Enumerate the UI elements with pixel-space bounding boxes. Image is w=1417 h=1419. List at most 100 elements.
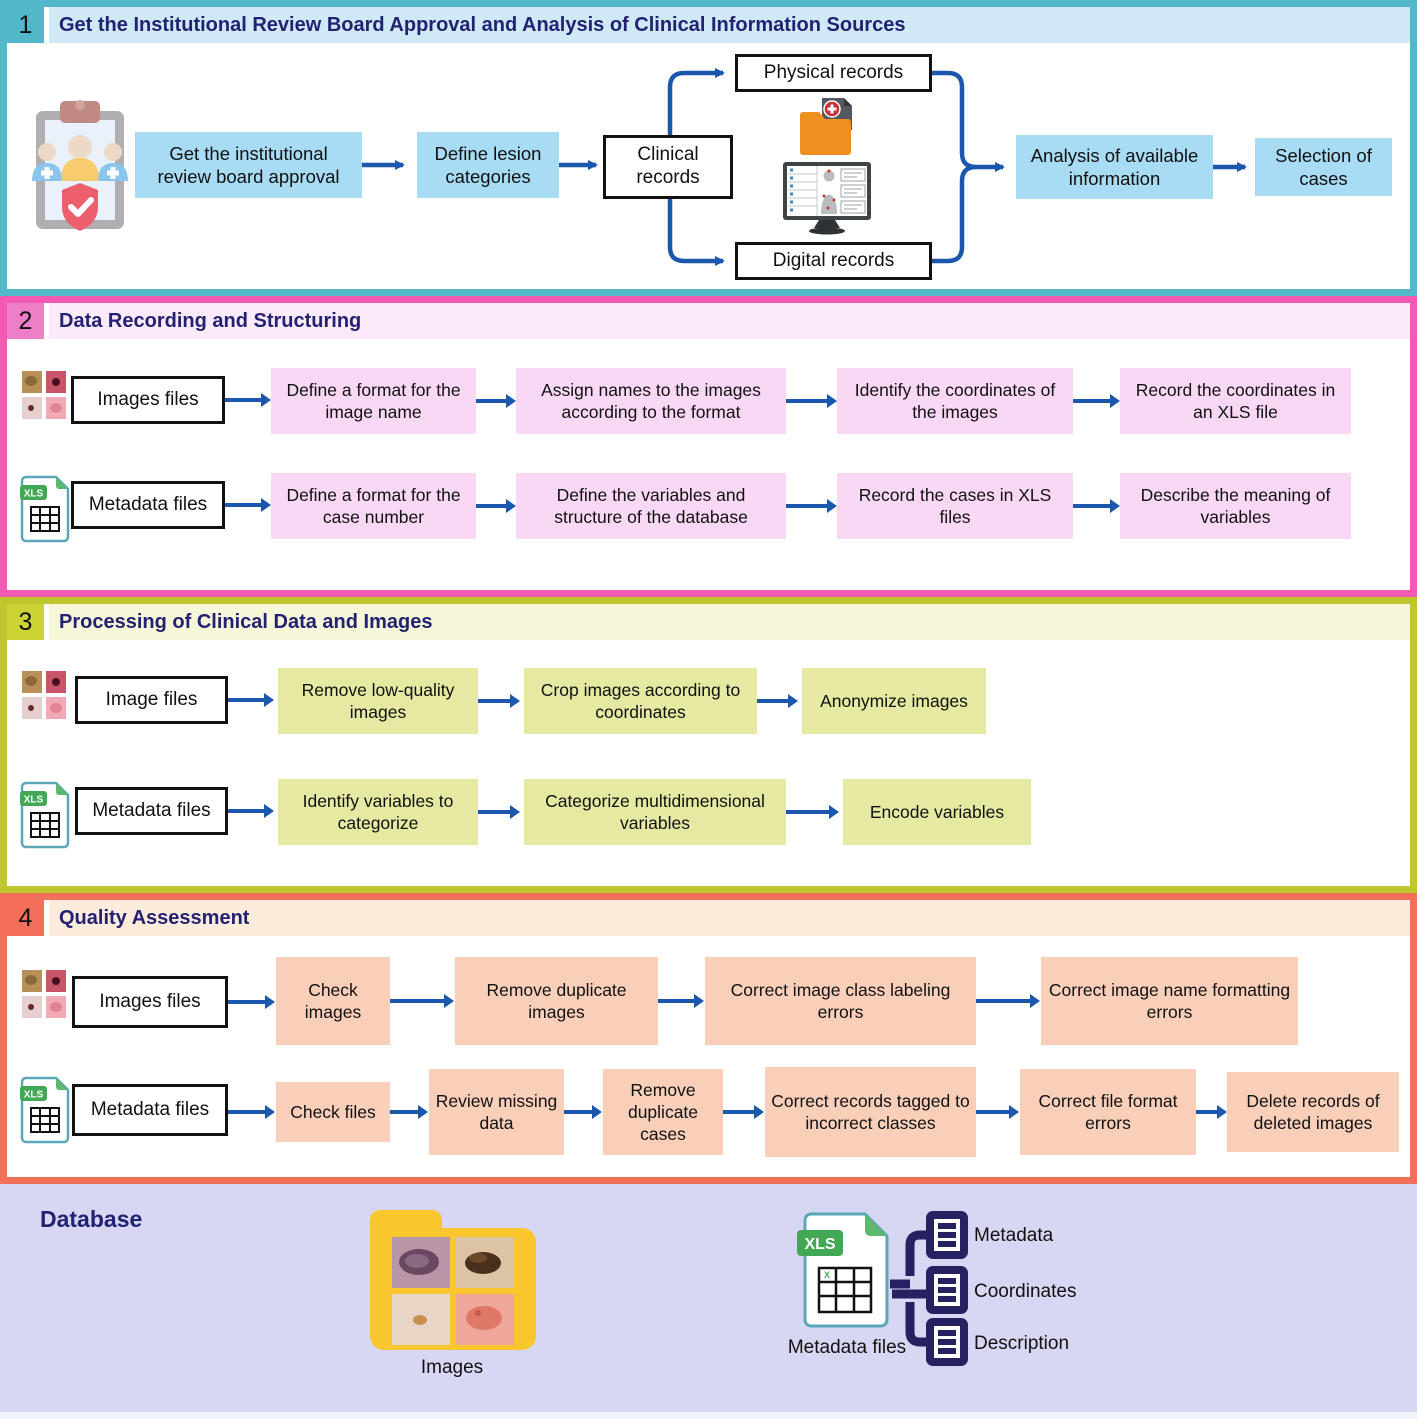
document-icon: [926, 1318, 968, 1366]
step: Categorize multidimensional variables: [524, 779, 786, 845]
arrow: [478, 694, 520, 708]
images-folder-label: Images: [420, 1357, 484, 1378]
source-metadata-files: Metadata files: [71, 481, 225, 529]
arrow: [228, 804, 274, 818]
document-icon: [926, 1211, 968, 1259]
section1-body: Get the institutional review board appro…: [7, 43, 1410, 289]
step: Define the variables and structure of th…: [516, 473, 786, 539]
section1-number: 1: [7, 7, 44, 43]
document-icon: [926, 1266, 968, 1314]
arrow: [564, 1105, 602, 1119]
section-processing: 3 Processing of Clinical Data and Images…: [0, 597, 1417, 893]
clipboard-approval-icon: [32, 100, 128, 231]
metadata-files-label: Metadata files: [787, 1337, 907, 1358]
step: Define a format for the image name: [271, 368, 476, 434]
step: Correct image name formatting errors: [1041, 957, 1298, 1045]
section3-header: 3 Processing of Clinical Data and Images: [7, 604, 1410, 640]
source-metadata-files: Metadata files: [75, 787, 228, 835]
step: Identify variables to categorize: [278, 779, 478, 845]
arrow: [976, 1105, 1019, 1119]
arrow: [723, 1105, 764, 1119]
step: Check images: [276, 957, 390, 1045]
svg-text:X: X: [824, 1270, 830, 1280]
arrow: [225, 393, 271, 407]
svg-text:XLS: XLS: [804, 1236, 835, 1253]
arrow: [476, 394, 516, 408]
lesion-thumbnails-icon: [22, 970, 66, 1018]
arrow: [786, 805, 839, 819]
database-section: Database Images XLS: [0, 1184, 1417, 1419]
step: Remove duplicate cases: [603, 1069, 723, 1155]
lesion-thumbnails-icon: [22, 371, 66, 419]
step-irb-approval: Get the institutional review board appro…: [135, 132, 362, 198]
output-metadata-label: Metadata: [974, 1225, 1054, 1246]
arrow: [390, 1105, 428, 1119]
source-metadata-files: Metadata files: [72, 1084, 228, 1136]
step: Describe the meaning of variables: [1120, 473, 1351, 539]
xls-file-icon: XLS: [20, 1076, 70, 1144]
svg-text:XLS: XLS: [24, 1090, 44, 1101]
arrow: [228, 1105, 275, 1119]
arrow: [228, 995, 275, 1009]
bottom-strip: [0, 1412, 1417, 1419]
section4-title: Quality Assessment: [49, 900, 1410, 936]
arrow: [1196, 1105, 1227, 1119]
source-images-files: Images files: [71, 376, 225, 424]
arrow: [1073, 499, 1120, 513]
arrow: [658, 994, 704, 1008]
arrow: [390, 994, 454, 1008]
step: Record the cases in XLS files: [837, 473, 1073, 539]
xls-file-icon: XLS: [20, 781, 70, 849]
step: Delete records of deleted images: [1227, 1072, 1399, 1152]
section1-title: Get the Institutional Review Board Appro…: [49, 7, 1410, 43]
svg-text:XLS: XLS: [24, 489, 44, 500]
xls-file-icon: XLS: [20, 475, 70, 543]
output-coordinates-label: Coordinates: [974, 1281, 1077, 1302]
step-analysis-available-info: Analysis of available information: [1016, 135, 1213, 199]
arrow: [757, 694, 798, 708]
section2-number: 2: [7, 303, 44, 339]
step: Correct records tagged to incorrect clas…: [765, 1067, 976, 1157]
arrow: [476, 499, 516, 513]
arrow: [976, 994, 1040, 1008]
step: Crop images according to coordinates: [524, 668, 757, 734]
medical-folder-icon: [800, 98, 852, 155]
step-define-lesion-categories: Define lesion categories: [417, 132, 559, 198]
step: Encode variables: [843, 779, 1031, 845]
section2-title: Data Recording and Structuring: [49, 303, 1410, 339]
section2-body: Images files Define a format for the ima…: [7, 339, 1410, 590]
bracket-connector: [890, 1230, 926, 1347]
node-physical-records: Physical records: [735, 54, 932, 92]
medical-record-monitor-icon: [783, 162, 871, 235]
step: Record the coordinates in an XLS file: [1120, 368, 1351, 434]
arrow: [1073, 394, 1120, 408]
section4-number: 4: [7, 900, 44, 936]
section3-body: Image files Remove low-quality images Cr…: [7, 640, 1410, 886]
lesion-thumbnails-icon: [22, 671, 66, 719]
step: Correct image class labeling errors: [705, 957, 976, 1045]
step-selection-of-cases: Selection of cases: [1255, 138, 1392, 196]
section4-header: 4 Quality Assessment: [7, 900, 1410, 936]
arrow: [228, 693, 274, 707]
arrow: [786, 499, 837, 513]
source-images-files: Images files: [72, 976, 228, 1028]
svg-text:XLS: XLS: [24, 795, 44, 806]
database-title: Database: [40, 1206, 143, 1232]
node-clinical-records: Clinical records: [603, 135, 733, 199]
step: Correct file format errors: [1020, 1069, 1196, 1155]
section-quality-assessment: 4 Quality Assessment Images files Check …: [0, 893, 1417, 1184]
step: Identify the coordinates of the images: [837, 368, 1073, 434]
step: Anonymize images: [802, 668, 986, 734]
section-data-recording: 2 Data Recording and Structuring Images …: [0, 296, 1417, 597]
arrow: [225, 498, 271, 512]
section3-number: 3: [7, 604, 44, 640]
section-irb-analysis: 1 Get the Institutional Review Board App…: [0, 0, 1417, 296]
step: Assign names to the images according to …: [516, 368, 786, 434]
step: Remove low-quality images: [278, 668, 478, 734]
output-description-label: Description: [974, 1333, 1070, 1354]
images-folder-icon: [370, 1210, 536, 1350]
section3-title: Processing of Clinical Data and Images: [49, 604, 1410, 640]
step: Define a format for the case number: [271, 473, 476, 539]
step: Remove duplicate images: [455, 957, 658, 1045]
